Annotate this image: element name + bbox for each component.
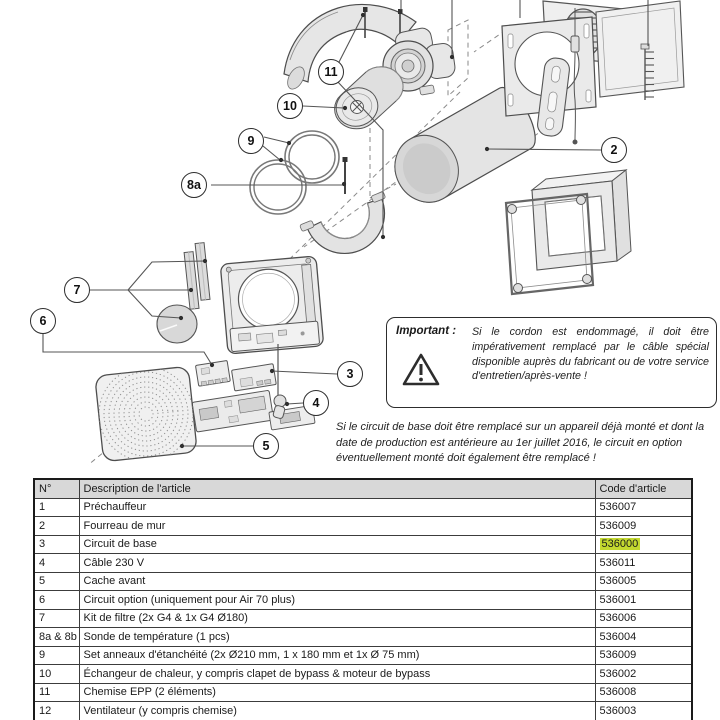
header-no: N°: [33, 478, 80, 499]
col-description: Chemise EPP (2 éléments): [78, 682, 596, 702]
col-no: 3: [33, 534, 80, 554]
power-cable: [272, 344, 287, 419]
highlighted-code: 536000: [599, 538, 641, 551]
col-code: 536008: [594, 682, 693, 702]
col-description: Kit de filtre (2x G4 & 1x G4 Ø180): [78, 608, 596, 628]
callout-6: 6: [30, 308, 56, 334]
col-no: 11: [33, 682, 80, 702]
filter-strip-1: [194, 242, 211, 301]
temperature-sensor-8a: [342, 157, 348, 194]
col-no: 6: [33, 590, 80, 610]
col-no: 2: [33, 516, 80, 536]
callout-9: 9: [238, 128, 264, 154]
wall-panel: [595, 0, 685, 98]
col-no: 8a & 8b: [33, 627, 80, 647]
col-no: 5: [33, 571, 80, 591]
warning-box: Important : Si le cordon est endommagé, …: [386, 317, 717, 408]
col-description: Préchauffeur: [78, 497, 596, 517]
col-no: 4: [33, 553, 80, 573]
callout-11: 11: [318, 59, 344, 85]
mounting-bracket: [537, 57, 570, 137]
heat-exchanger: [334, 66, 404, 130]
callout-4: 4: [303, 390, 329, 416]
col-code: 536005: [594, 571, 693, 591]
exploded-diagram: [42, 0, 685, 466]
leader-dots: [178, 12, 490, 449]
col-code: 536002: [594, 664, 693, 684]
col-code: 536007: [594, 497, 693, 517]
callout-7: 7: [64, 277, 90, 303]
display-board: [191, 390, 274, 433]
col-description: Set anneaux d'étanchéité (2x Ø210 mm, 1 …: [78, 645, 596, 665]
callout-3: 3: [337, 361, 363, 387]
col-code: 536004: [594, 627, 693, 647]
callout-5: 5: [253, 433, 279, 459]
col-code: 536000: [594, 534, 693, 554]
col-code: 536009: [594, 645, 693, 665]
temperature-sensor-8b: [570, 8, 580, 145]
filter-disc: [156, 304, 198, 344]
callout-10: 10: [277, 93, 303, 119]
production-note: Si le circuit de base doit être remplacé…: [336, 421, 705, 465]
warning-label: Important :: [396, 325, 457, 337]
col-description: Ventilateur (y compris chemise): [78, 701, 596, 720]
col-code: 536003: [594, 701, 693, 720]
col-no: 7: [33, 608, 80, 628]
col-description: Circuit option (uniquement pour Air 70 p…: [78, 590, 596, 610]
parts-table: N° Description de l'article Code d'artic…: [33, 478, 693, 720]
front-cover: [95, 366, 197, 462]
epp-shell-top: [283, 3, 417, 90]
col-description: Sonde de température (1 pcs): [78, 627, 596, 647]
col-description: Échangeur de chaleur, y compris clapet d…: [78, 664, 596, 684]
col-code: 536009: [594, 516, 693, 536]
warning-triangle-icon: [402, 353, 440, 386]
wall-sleeve: [394, 87, 536, 203]
sealing-rings: [249, 130, 340, 215]
epp-shell-bottom: [299, 191, 386, 255]
callout-8a: 8a: [181, 172, 207, 198]
col-no: 10: [33, 664, 80, 684]
warning-text: Si le cordon est endommagé, il doit être…: [472, 326, 709, 383]
col-no: 1: [33, 497, 80, 517]
callout-2: 2: [601, 137, 627, 163]
circuit-board-base: [231, 363, 277, 392]
col-code: 536011: [594, 553, 693, 573]
col-no: 12: [33, 701, 80, 720]
col-description: Cache avant: [78, 571, 596, 591]
header-description: Description de l'article: [78, 478, 596, 499]
col-description: Fourreau de mur: [78, 516, 596, 536]
fan-assembly: [382, 27, 456, 96]
col-no: 9: [33, 645, 80, 665]
col-description: Circuit de base: [78, 534, 596, 554]
header-code: Code d'article: [594, 478, 693, 499]
leader-lines: [42, 0, 649, 447]
col-code: 536001: [594, 590, 693, 610]
col-code: 536006: [594, 608, 693, 628]
table-header-row: N° Description de l'article Code d'artic…: [33, 478, 693, 499]
gasket-frame: [504, 192, 595, 296]
preheater-element: [640, 43, 654, 100]
unit-frame: [220, 256, 324, 354]
col-description: Câble 230 V: [78, 553, 596, 573]
mounting-frame-box: [530, 169, 632, 271]
